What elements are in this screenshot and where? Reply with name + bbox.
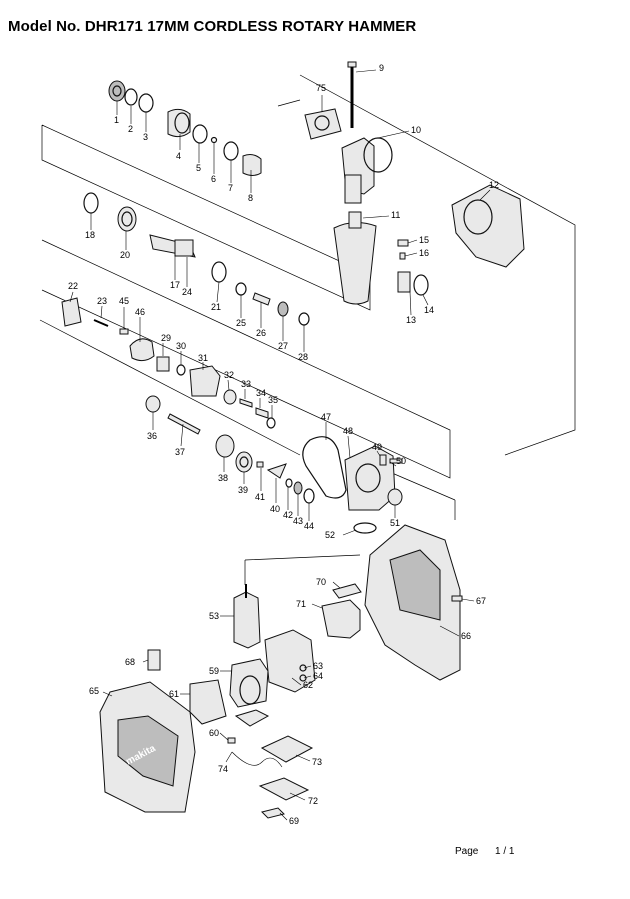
callout-71: 71 [296, 599, 306, 609]
callout-1: 1 [114, 115, 119, 125]
callout-2: 2 [128, 124, 133, 134]
callout-3: 3 [143, 132, 148, 142]
callout-59: 59 [209, 666, 219, 676]
callout-70: 70 [316, 577, 326, 587]
callout-65: 65 [89, 686, 99, 696]
callout-40: 40 [270, 504, 280, 514]
callout-41: 41 [255, 492, 265, 502]
callout-42: 42 [283, 510, 293, 520]
callout-16: 16 [419, 248, 429, 258]
page-indicator: Page 1 / 1 [455, 846, 515, 857]
page-label: Page [455, 846, 479, 857]
callout-37: 37 [175, 447, 185, 457]
callout-4: 4 [176, 151, 181, 161]
callout-32: 32 [224, 370, 234, 380]
callout-36: 36 [147, 431, 157, 441]
callout-14: 14 [424, 305, 434, 315]
callout-34: 34 [256, 388, 266, 398]
housing-parts: makita [99, 524, 463, 819]
callout-68: 68 [125, 657, 135, 667]
callout-43: 43 [293, 516, 303, 526]
callout-45: 45 [119, 296, 129, 306]
callout-52: 52 [325, 530, 335, 540]
callout-24: 24 [182, 287, 192, 297]
callout-11: 11 [391, 210, 400, 220]
callout-23: 23 [97, 296, 107, 306]
callout-60: 60 [209, 728, 219, 738]
spindle-parts [61, 192, 403, 534]
callout-69: 69 [289, 816, 299, 826]
callout-46: 46 [135, 307, 145, 317]
callout-28: 28 [298, 352, 308, 362]
callout-29: 29 [161, 333, 171, 343]
page-title: Model No. DHR171 17MM CORDLESS ROTARY HA… [8, 18, 417, 35]
callout-21: 21 [211, 302, 221, 312]
callout-48: 48 [343, 426, 353, 436]
callout-7: 7 [228, 183, 233, 193]
callout-39: 39 [238, 485, 248, 495]
callout-15: 15 [419, 235, 429, 245]
callout-27: 27 [278, 341, 288, 351]
callout-61: 61 [169, 689, 179, 699]
callout-10: 10 [411, 125, 421, 135]
callout-38: 38 [218, 473, 228, 483]
callout-18: 18 [85, 230, 95, 240]
assembly-frame-lines [39, 74, 576, 585]
callout-73: 73 [312, 757, 322, 767]
callout-62: 62 [303, 680, 313, 690]
callout-30: 30 [176, 341, 186, 351]
callout-64: 64 [313, 671, 323, 681]
callout-20: 20 [120, 250, 130, 260]
chuck-parts [108, 61, 525, 305]
callout-22: 22 [68, 281, 78, 291]
callout-47: 47 [321, 412, 331, 422]
callout-67: 67 [476, 596, 486, 606]
callout-12: 12 [489, 180, 499, 190]
callout-49: 49 [372, 442, 382, 452]
callout-13: 13 [406, 315, 416, 325]
callout-6: 6 [211, 174, 216, 184]
callout-51: 51 [390, 518, 400, 528]
callout-53: 53 [209, 611, 219, 621]
callout-5: 5 [196, 163, 201, 173]
callout-8: 8 [248, 193, 253, 203]
callout-75: 75 [316, 83, 326, 93]
callout-26: 26 [256, 328, 266, 338]
callout-17: 17 [170, 280, 180, 290]
callout-50: 50 [396, 456, 406, 466]
callout-35: 35 [268, 395, 278, 405]
callout-9: 9 [379, 63, 384, 73]
callout-33: 33 [241, 379, 251, 389]
callout-72: 72 [308, 796, 318, 806]
leader-lines [69, 69, 491, 821]
callout-labels: 1 2 3 4 5 6 7 8 9 10 11 12 13 14 15 16 1… [68, 63, 499, 826]
page-value: 1 / 1 [495, 846, 515, 857]
callout-31: 31 [198, 353, 208, 363]
callout-25: 25 [236, 318, 246, 328]
callout-74: 74 [218, 764, 228, 774]
callout-44: 44 [304, 521, 314, 531]
callout-66: 66 [461, 631, 471, 641]
callout-63: 63 [313, 661, 323, 671]
